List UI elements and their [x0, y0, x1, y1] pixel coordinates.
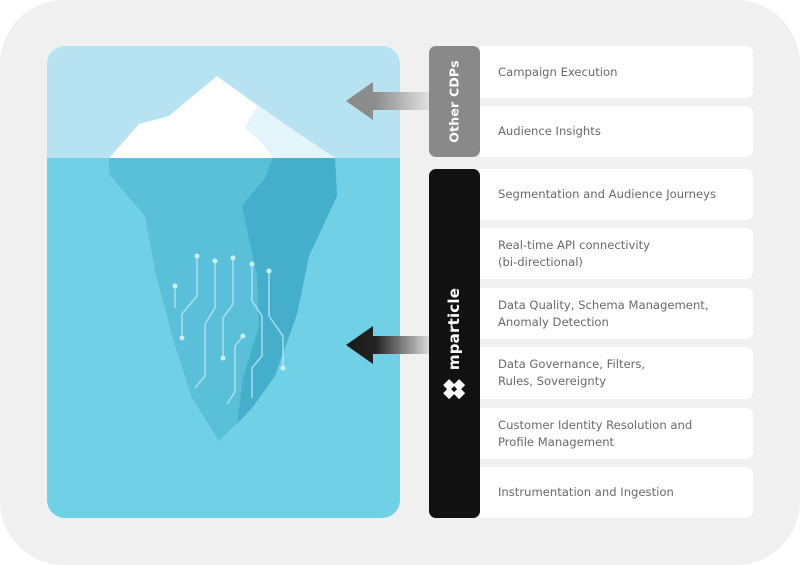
capability-card: Real-time API connectivity (bi-direction… — [480, 228, 753, 279]
circuit-nodes — [172, 253, 286, 371]
capability-card: Data Quality, Schema Management, Anomaly… — [480, 288, 753, 339]
capability-label: Audience Insights — [498, 124, 601, 138]
capability-label: Data Quality, Schema Management, Anomaly… — [498, 297, 709, 329]
capability-card: Campaign Execution — [480, 46, 753, 98]
iceberg-illustration — [47, 46, 400, 518]
other-cdps-label: Other CDPs — [447, 60, 462, 143]
iceberg-underwater-shade — [237, 158, 337, 424]
arrow-left-icon — [346, 326, 430, 364]
iceberg-graphic — [47, 46, 400, 518]
capability-label: Instrumentation and Ingestion — [498, 485, 674, 499]
capability-label: Data Governance, Filters, Rules, Soverei… — [498, 357, 646, 388]
other-cdps-bar: Other CDPs — [429, 46, 480, 157]
capability-label: Customer Identity Resolution and Profile… — [498, 417, 693, 449]
capability-card: Segmentation and Audience Journeys — [480, 169, 753, 220]
capability-card: Customer Identity Resolution and Profile… — [480, 408, 753, 459]
capability-label: Campaign Execution — [498, 64, 618, 79]
capability-card: Audience Insights — [480, 106, 753, 157]
mparticle-logo-icon — [443, 378, 466, 399]
capability-card: Instrumentation and Ingestion — [480, 467, 753, 518]
arrow-left-icon — [346, 82, 430, 120]
capability-label: Real-time API connectivity (bi-direction… — [498, 237, 651, 269]
mparticle-bar: mparticle — [429, 169, 480, 518]
capability-card: Data Governance, Filters, Rules, Soverei… — [480, 347, 753, 399]
capability-label: Segmentation and Audience Journeys — [498, 187, 717, 201]
circuit-lines — [174, 256, 284, 405]
iceberg-tip-shade — [217, 76, 335, 158]
mparticle-label: mparticle — [445, 287, 464, 370]
